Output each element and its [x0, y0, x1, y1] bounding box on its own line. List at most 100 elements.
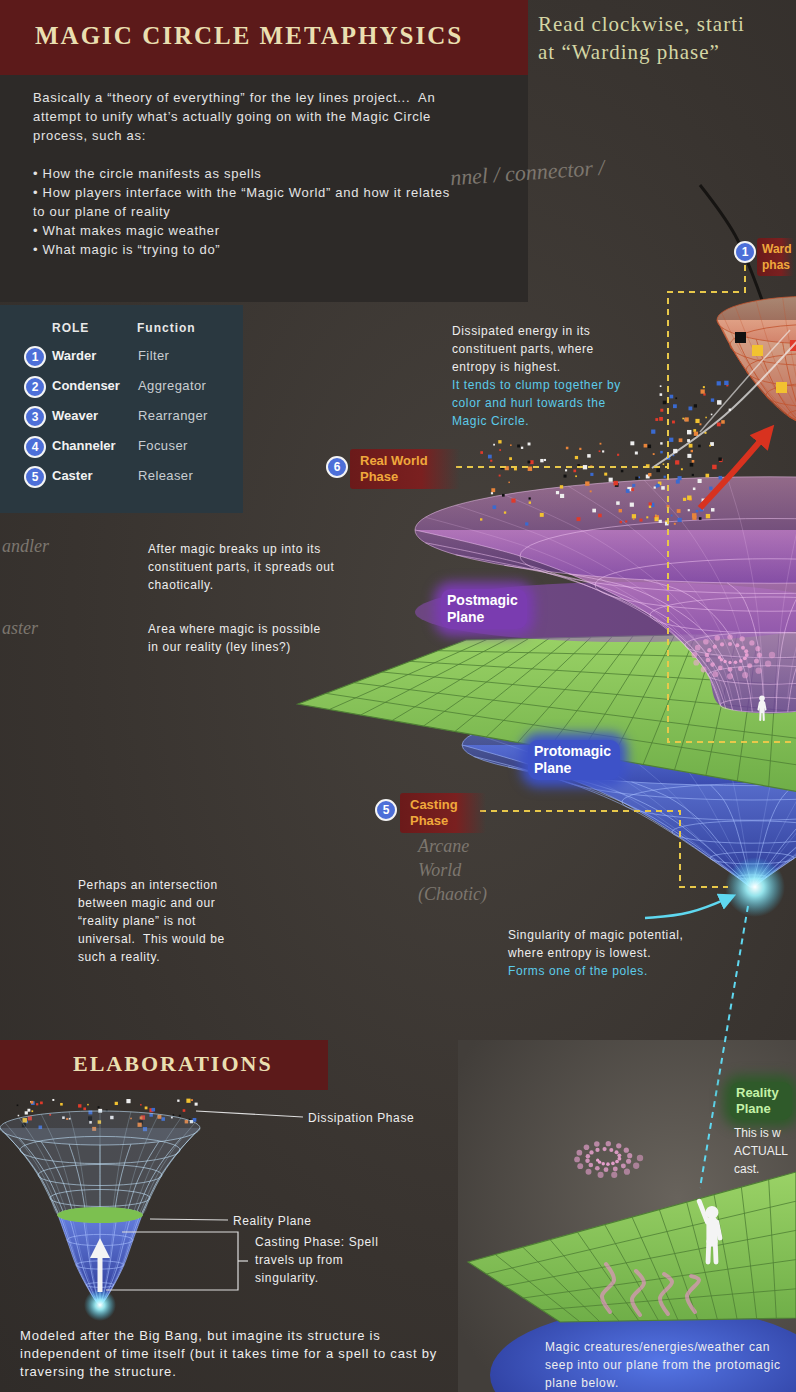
energy-particle [630, 441, 634, 445]
energy-particle [493, 444, 495, 446]
phase-leader [456, 466, 668, 468]
magic-swirl [577, 1163, 583, 1169]
energy-particle [649, 506, 651, 508]
postmagic-funnel-meridian [504, 495, 732, 700]
energy-particle [654, 486, 656, 488]
watermark: aster [2, 616, 38, 640]
energy-particle [698, 479, 702, 483]
magic-swirl [584, 1144, 590, 1150]
magic-swirl [741, 646, 745, 650]
reality-band [57, 1207, 143, 1223]
energy-particle [604, 473, 607, 476]
annotation: Perhaps an intersection between magic an… [78, 876, 256, 966]
red-arrow [700, 432, 768, 508]
callout-number: 4 [24, 436, 46, 458]
magic-swirl [754, 659, 759, 664]
energy-particle [694, 404, 697, 407]
energy-particle [688, 407, 692, 411]
energy-particle [598, 514, 602, 518]
magic-swirl [595, 1166, 600, 1171]
callout-number: 5 [24, 466, 46, 488]
dissipation-funnel-meridian [140, 1123, 195, 1213]
energy-particle [613, 481, 617, 485]
phase-tag: Ward phas [757, 238, 794, 276]
magic-swirl [728, 642, 732, 646]
casting-funnel-ring [58, 1208, 142, 1222]
annotation: Forms one of the poles. [508, 962, 694, 980]
reading-hint: Read clockwise, starti [538, 12, 745, 37]
energy-particle [659, 417, 663, 421]
energy-particle [31, 1101, 34, 1104]
magic-swirl [728, 661, 732, 665]
energy-particle [602, 450, 604, 452]
phase-tag: Casting Phase [400, 793, 486, 833]
energy-particle [498, 440, 501, 443]
plane-label: Protomagic Plane [528, 740, 620, 780]
callout-number: 3 [24, 406, 46, 428]
energy-particle [683, 498, 686, 501]
dissipation-funnel-meridian [140, 1133, 195, 1217]
intro-note: Basically a “theory of everything” for t… [33, 88, 463, 145]
postmagic-funnel-meridian [504, 565, 732, 710]
energy-particle [688, 509, 690, 511]
magic-swirl [742, 672, 748, 678]
dissipation-funnel-ring [58, 1208, 142, 1222]
dissipation-funnel-meridian [134, 1118, 181, 1211]
magic-swirl [602, 1147, 606, 1151]
reading-hint: at “Warding phase” [538, 40, 720, 65]
color-patch [776, 382, 787, 393]
energy-particle [663, 463, 665, 465]
energy-particle [718, 457, 721, 460]
energy-particle [699, 423, 701, 425]
energy-particle [705, 417, 707, 419]
energy-particle [675, 397, 677, 399]
magic-swirl [710, 662, 715, 667]
callout-number: 5 [375, 799, 397, 821]
role-name: Weaver [52, 408, 98, 423]
energy-particle [648, 473, 651, 476]
energy-particle [173, 1114, 175, 1116]
magic-wisp [632, 1271, 644, 1315]
warding-bowl-meridian [756, 301, 796, 424]
energy-particle [115, 1102, 118, 1105]
leader-line [150, 1219, 228, 1220]
energy-particle [661, 486, 665, 490]
energy-particle [585, 481, 589, 485]
part-label: Reality Plane [233, 1212, 312, 1230]
annotation: After magic breaks up into its constitue… [148, 540, 353, 594]
energy-particle [694, 432, 698, 436]
energy-particle [656, 468, 660, 472]
reality-plane-grid [741, 1187, 756, 1319]
energy-particle [583, 465, 587, 469]
energy-particle [660, 442, 662, 444]
warding-bowl-meridian [783, 297, 796, 423]
energy-particle [709, 445, 711, 447]
magic-swirl [739, 659, 743, 663]
energy-particle [691, 450, 693, 452]
bracket [238, 1260, 248, 1261]
dissipation-funnel-meridian [0, 1128, 58, 1215]
energy-particle [625, 520, 627, 522]
magic-swirl [695, 645, 701, 651]
magic-swirl [765, 661, 771, 667]
magic-swirl [588, 1163, 593, 1168]
role-name: Condenser [52, 378, 120, 393]
singularity-glow [725, 857, 785, 917]
energy-particle [52, 1099, 54, 1101]
energy-particle [508, 482, 510, 484]
color-patch [735, 332, 746, 343]
phase-name: Real World Phase [360, 453, 438, 485]
magic-swirl [728, 667, 733, 672]
energy-particle [488, 455, 492, 459]
energy-particle [655, 517, 659, 521]
energy-particle [575, 456, 578, 459]
postmagic-funnel-meridian [425, 517, 721, 703]
magic-swirl [713, 644, 717, 648]
postmagic-funnel-meridian [644, 580, 752, 712]
energy-particle [499, 475, 501, 477]
magic-swirl [727, 634, 732, 639]
player-figure-limb [759, 711, 761, 720]
energy-particle [126, 1099, 130, 1103]
magic-swirl [627, 1153, 632, 1158]
leader-line [196, 1111, 303, 1117]
